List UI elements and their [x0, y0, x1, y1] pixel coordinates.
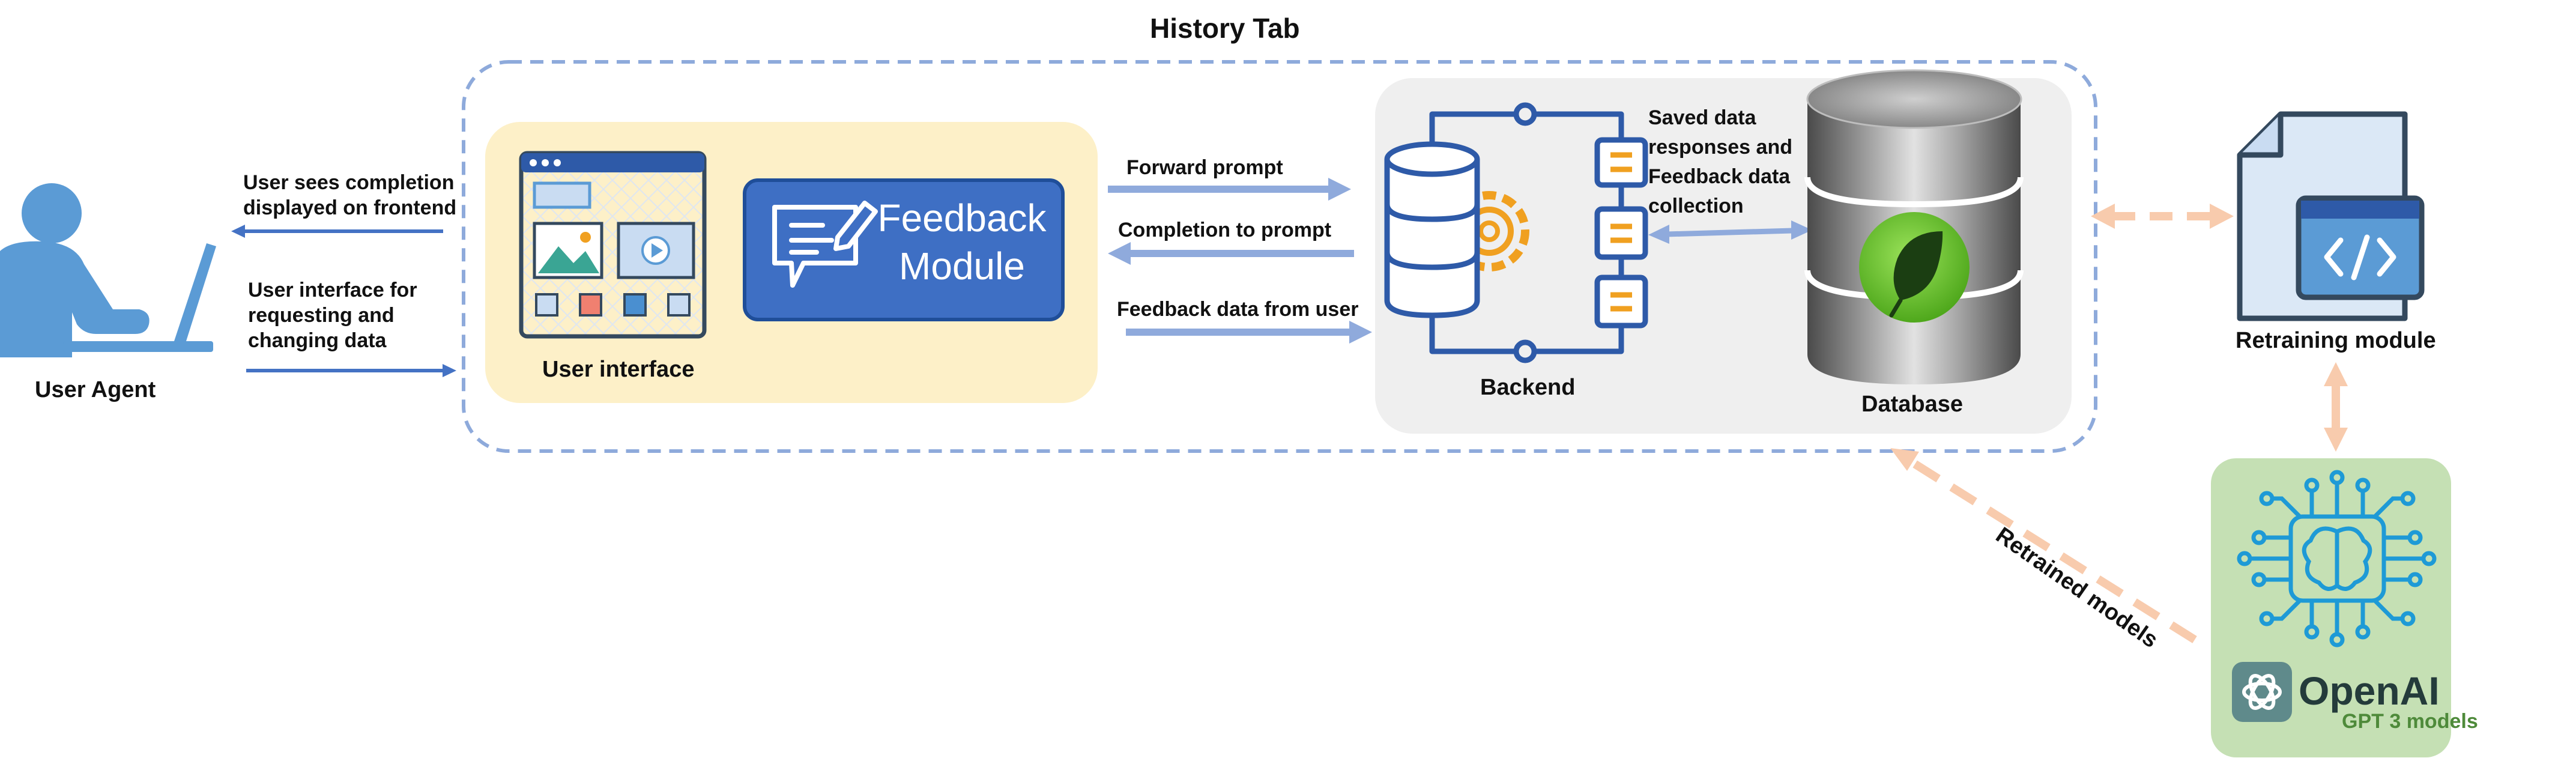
arrow-to-ui	[246, 364, 456, 377]
backend-server-icon	[1384, 102, 1648, 363]
backend-label: Backend	[1480, 375, 1576, 400]
feedback-chat-icon	[772, 201, 878, 288]
arrow-to-user	[231, 225, 443, 238]
ui-window-icon	[519, 151, 707, 339]
arrow-completion	[1108, 242, 1354, 265]
user-icon	[0, 183, 216, 357]
database-label: Database	[1861, 392, 1963, 417]
code-file-icon	[2237, 111, 2425, 321]
feedback-data-label: Feedback data from user	[1117, 298, 1359, 321]
arrow-forward-prompt	[1108, 178, 1351, 201]
ai-brain-icon	[2237, 470, 2437, 647]
openai-brand-label: OpenAI	[2299, 669, 2440, 713]
diagram-title: History Tab	[1150, 13, 1300, 44]
feedback-module-box	[743, 178, 1065, 321]
arrow-backend-database	[1648, 220, 1812, 244]
user-sees-completion-label: User sees completion displayed on fronte…	[243, 171, 457, 219]
openai-logo-icon	[2232, 662, 2292, 722]
arrow-db-retraining	[2091, 204, 2234, 229]
user-agent-label: User Agent	[35, 377, 156, 402]
user-interface-label: User interface	[542, 357, 695, 382]
feedback-module-label: Feedback Module	[877, 196, 1047, 288]
completion-to-prompt-label: Completion to prompt	[1118, 219, 1332, 241]
backend-box-lines	[1610, 152, 1632, 312]
retraining-module-label: Retraining module	[2236, 328, 2436, 353]
leaf-icon	[1859, 212, 1970, 323]
arrow-retrained-models	[1890, 448, 2197, 643]
gpt3-models-label: GPT 3 models	[2342, 710, 2478, 733]
history-tab-container	[462, 60, 2097, 453]
saved-data-label: Saved data responses and Feedback data c…	[1648, 106, 1792, 217]
forward-prompt-label: Forward prompt	[1126, 156, 1283, 179]
arrow-retraining-openai	[2324, 362, 2348, 452]
user-interface-request-label: User interface for requesting and changi…	[248, 279, 417, 352]
arrow-feedback-data	[1126, 321, 1372, 344]
